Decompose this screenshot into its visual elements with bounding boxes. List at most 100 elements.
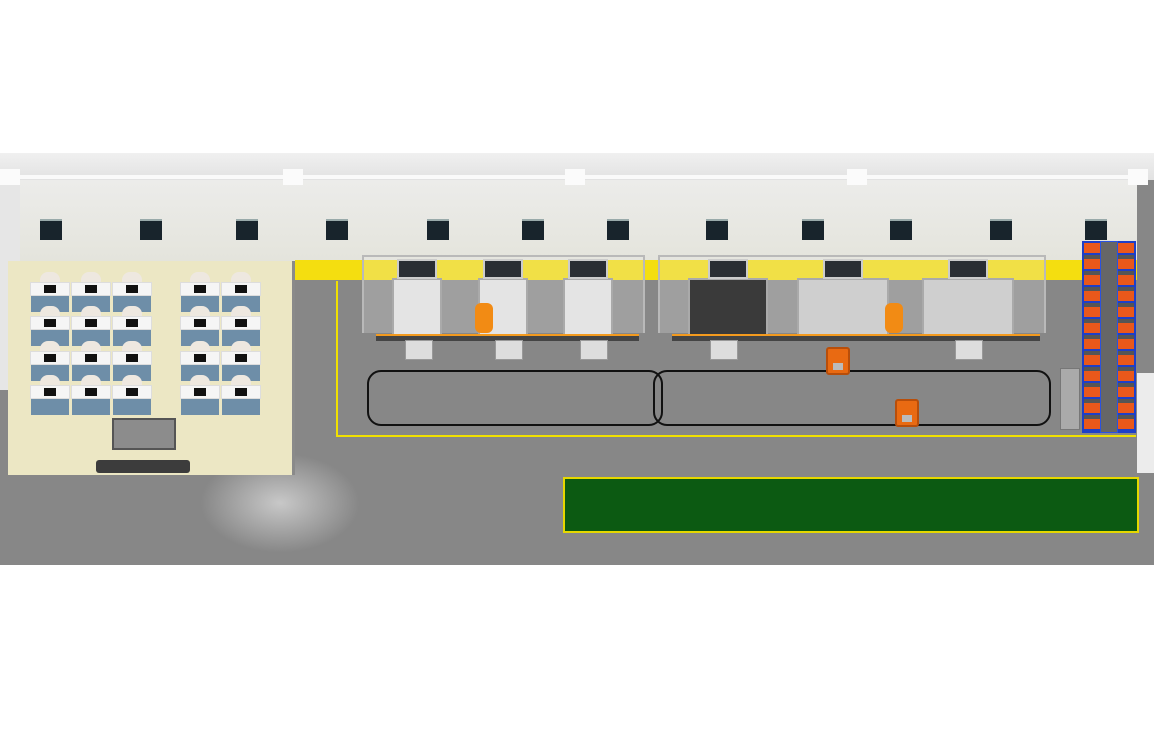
wall-poster (427, 219, 449, 240)
industrial-robot-arm (475, 303, 493, 333)
display-monitor (823, 259, 863, 279)
chair (122, 375, 142, 387)
chair (190, 306, 210, 318)
wall-poster (326, 219, 348, 240)
loading-station (495, 340, 523, 360)
wall-poster (890, 219, 912, 240)
chair (40, 375, 60, 387)
computer (126, 354, 138, 362)
back-wall (20, 180, 1137, 262)
chair (231, 375, 251, 387)
desk-panel (113, 330, 151, 346)
computer (44, 285, 56, 293)
desk-panel (113, 399, 151, 415)
wall-poster (40, 219, 62, 240)
chair (231, 272, 251, 284)
desk-panel (31, 399, 69, 415)
cnc-machine (922, 278, 1014, 336)
wall-poster (990, 219, 1012, 240)
desk-panel (181, 365, 219, 381)
chair (81, 375, 101, 387)
display-monitor (568, 259, 608, 279)
chair (40, 306, 60, 318)
computer (194, 285, 206, 293)
loading-station (955, 340, 983, 360)
chair (122, 272, 142, 284)
cnc-machine (797, 278, 889, 336)
chair (190, 375, 210, 387)
computer (126, 285, 138, 293)
chair (231, 341, 251, 353)
chair (40, 341, 60, 353)
desk-panel (31, 365, 69, 381)
desk-panel (72, 399, 110, 415)
desk-panel (222, 365, 260, 381)
desk-panel (181, 296, 219, 312)
cnc-machine (563, 278, 613, 336)
desk-panel (222, 296, 260, 312)
wall-post (1128, 169, 1148, 185)
computer (235, 354, 247, 362)
desk-panel (113, 365, 151, 381)
computer (235, 319, 247, 327)
cnc-machine (392, 278, 442, 336)
wall-poster (1085, 219, 1107, 240)
conveyor (376, 334, 639, 341)
stacker-crane (1100, 241, 1118, 433)
display-monitor (708, 259, 748, 279)
computer (126, 319, 138, 327)
loading-station (710, 340, 738, 360)
computer (85, 354, 97, 362)
computer (235, 285, 247, 293)
chair (190, 341, 210, 353)
green-zone (563, 477, 1139, 533)
loading-station (405, 340, 433, 360)
chair (40, 272, 60, 284)
chair (81, 341, 101, 353)
computer (44, 354, 56, 362)
desk-panel (113, 296, 151, 312)
computer (194, 319, 206, 327)
agv-robot (826, 347, 850, 375)
wall-post (283, 169, 303, 185)
industrial-robot-arm (885, 303, 903, 333)
factory-floor (0, 153, 1154, 565)
computer (85, 285, 97, 293)
wall-poster (607, 219, 629, 240)
chair (81, 306, 101, 318)
right-wall (1137, 373, 1154, 473)
display-monitor (397, 259, 437, 279)
chair (190, 272, 210, 284)
desk-panel (181, 330, 219, 346)
desk-panel (72, 296, 110, 312)
chair (122, 341, 142, 353)
desk-panel (222, 399, 260, 415)
desk-panel (222, 330, 260, 346)
desk-panel (72, 365, 110, 381)
computer (194, 354, 206, 362)
conveyor (672, 334, 1040, 341)
rack-conveyor (1060, 368, 1080, 430)
wall-poster (802, 219, 824, 240)
wall-post (847, 169, 867, 185)
computer (194, 388, 206, 396)
agv-robot (895, 399, 919, 427)
desk-panel (72, 330, 110, 346)
display-monitor (483, 259, 523, 279)
wall-post (0, 169, 20, 185)
wall-poster (522, 219, 544, 240)
desk-panel (31, 330, 69, 346)
computer (44, 319, 56, 327)
wall-poster (236, 219, 258, 240)
chair (81, 272, 101, 284)
floor-mat (96, 460, 190, 473)
teacher-desk (112, 418, 176, 450)
wall-poster (706, 219, 728, 240)
computer (44, 388, 56, 396)
agv-track-right (653, 370, 1051, 426)
computer (235, 388, 247, 396)
loading-station (580, 340, 608, 360)
agv-track-left (367, 370, 663, 426)
chair (231, 306, 251, 318)
yellow-floor-line (336, 281, 1136, 437)
